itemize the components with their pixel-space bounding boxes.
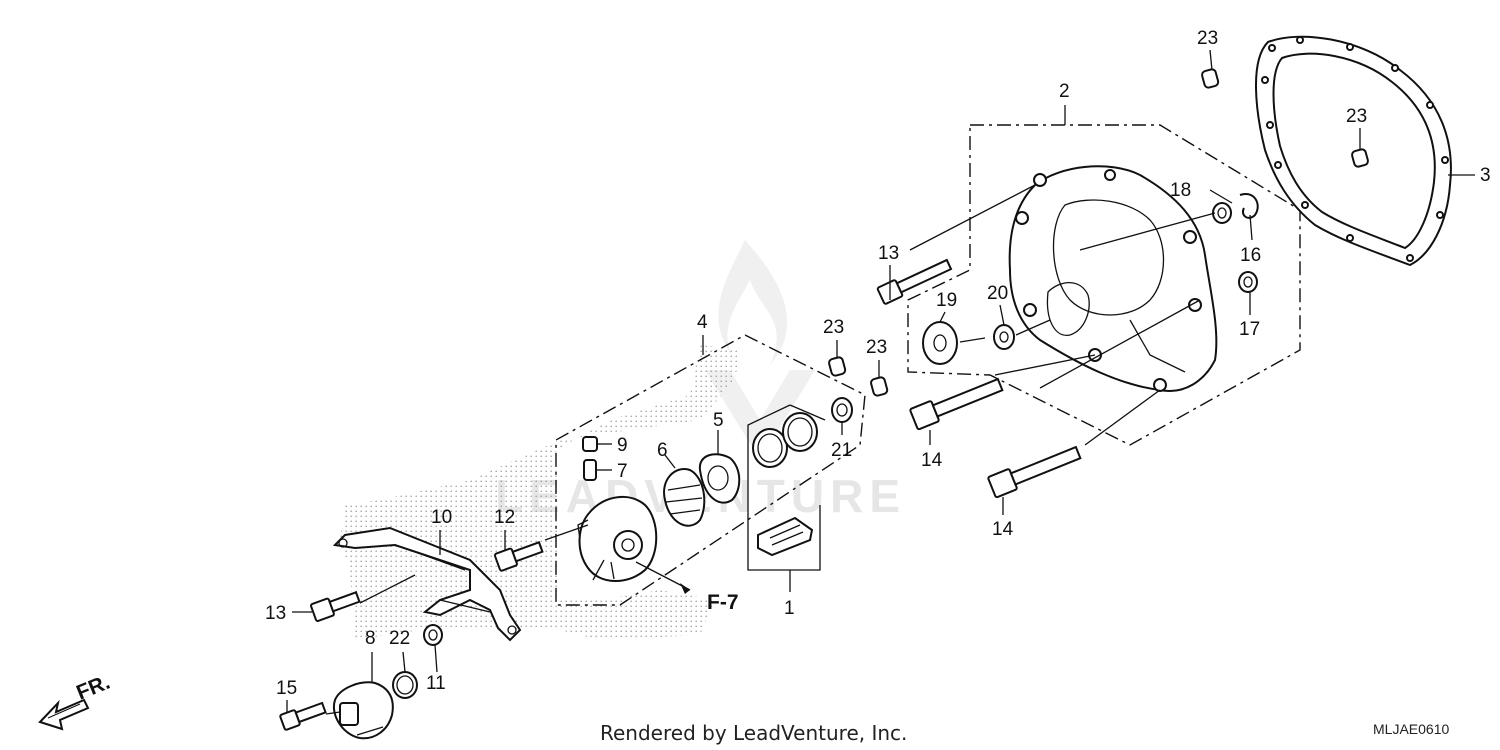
direction-label: FR.	[73, 671, 113, 705]
callout-6: 6	[657, 440, 668, 461]
o-ring-parts	[392, 624, 443, 699]
callout-21: 21	[831, 440, 852, 461]
callout-17: 17	[1239, 319, 1260, 340]
sensor-part	[332, 681, 394, 740]
callout-23-right: 23	[866, 337, 887, 358]
seal-parts	[922, 193, 1259, 365]
callout-8: 8	[365, 628, 376, 649]
dowel-pin-parts	[828, 68, 1369, 397]
callout-4: 4	[697, 312, 708, 333]
callout-5: 5	[713, 410, 724, 431]
callout-7: 7	[617, 461, 628, 482]
callout-11: 11	[426, 673, 446, 694]
callout-3: 3	[1480, 165, 1491, 186]
callout-13-lower: 13	[265, 603, 286, 624]
callout-19: 19	[936, 290, 957, 311]
callout-13-upper: 13	[878, 243, 899, 264]
callout-14-upper: 14	[921, 450, 943, 471]
callouts: 1 2 3 4 5 6 7 8 9 10 11 12 13 13 14 14 1…	[265, 28, 1491, 699]
pump-parts	[577, 397, 853, 582]
group-outline-1	[747, 404, 821, 571]
callout-2: 2	[1059, 81, 1070, 102]
cover-part	[1008, 165, 1218, 392]
stay-bracket-part	[332, 526, 522, 642]
callout-23-left: 23	[823, 317, 844, 338]
shaded-area	[340, 345, 740, 640]
diagram-code: MLJAE0610	[1373, 721, 1449, 737]
footer-credit: Rendered by LeadVenture, Inc.	[600, 721, 907, 745]
callout-10: 10	[431, 507, 452, 528]
flange-bolt-parts	[279, 258, 1082, 731]
callout-1: 1	[784, 598, 795, 619]
callout-15: 15	[276, 678, 297, 699]
callout-18: 18	[1170, 180, 1191, 201]
callout-16: 16	[1240, 245, 1261, 266]
callout-12: 12	[494, 507, 515, 528]
callout-14-lower: 14	[992, 519, 1014, 540]
leader-lines	[286, 49, 1361, 736]
callout-22: 22	[389, 628, 410, 649]
callout-9: 9	[617, 435, 628, 456]
callout-23-top: 23	[1197, 28, 1218, 49]
callout-20: 20	[987, 283, 1008, 304]
front-direction-arrow: FR.	[38, 671, 113, 731]
callout-23-gasket: 23	[1346, 106, 1367, 127]
group-outline-2	[907, 124, 1301, 446]
group-outline-4	[555, 334, 866, 606]
reference-label: F-7	[707, 591, 739, 614]
